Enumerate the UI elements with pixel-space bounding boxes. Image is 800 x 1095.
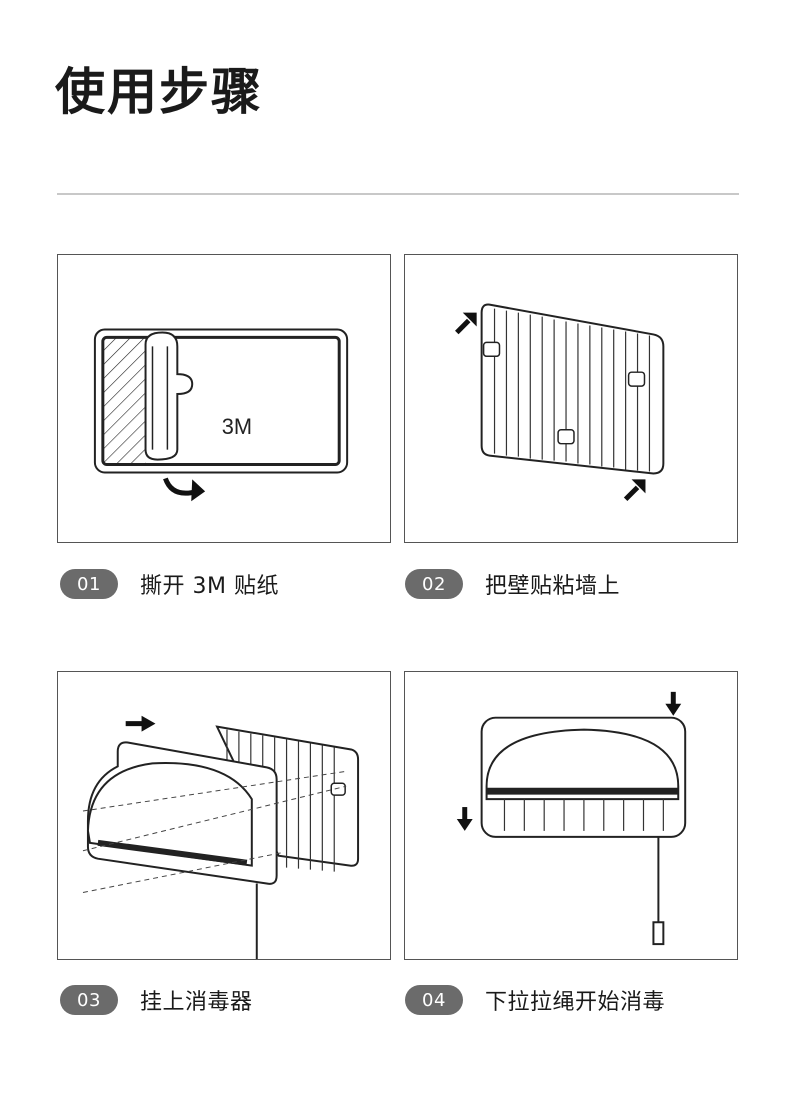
- step-number-badge: 01: [60, 569, 118, 599]
- step-2-illustration: [404, 254, 738, 543]
- step-2: 02 把壁贴粘墙上: [405, 568, 620, 600]
- step-number-badge: 04: [405, 985, 463, 1015]
- step-caption: 把壁贴粘墙上: [485, 574, 621, 599]
- step-3: 03 挂上消毒器: [60, 984, 253, 1016]
- step-caption: 挂上消毒器: [140, 990, 253, 1015]
- step-1: 01 撕开 3M 贴纸: [60, 568, 279, 600]
- 3m-label: 3M: [222, 414, 252, 439]
- step-1-illustration: 3M: [57, 254, 391, 543]
- step-4: 04 下拉拉绳开始消毒: [405, 984, 665, 1016]
- step-number-badge: 03: [60, 985, 118, 1015]
- page-title: 使用步骤: [55, 63, 263, 121]
- divider: [57, 193, 739, 195]
- step-caption: 下拉拉绳开始消毒: [485, 990, 666, 1015]
- wall-plate-drawing: [455, 303, 665, 502]
- peel-sticker-drawing: 3M: [93, 328, 349, 502]
- step-3-illustration: [57, 671, 391, 960]
- hang-device-drawing: [82, 715, 360, 959]
- step-caption: 撕开 3M 贴纸: [140, 574, 279, 599]
- step-number-badge: 02: [405, 569, 463, 599]
- pull-cord-drawing: [456, 691, 687, 946]
- step-4-illustration: [404, 671, 738, 960]
